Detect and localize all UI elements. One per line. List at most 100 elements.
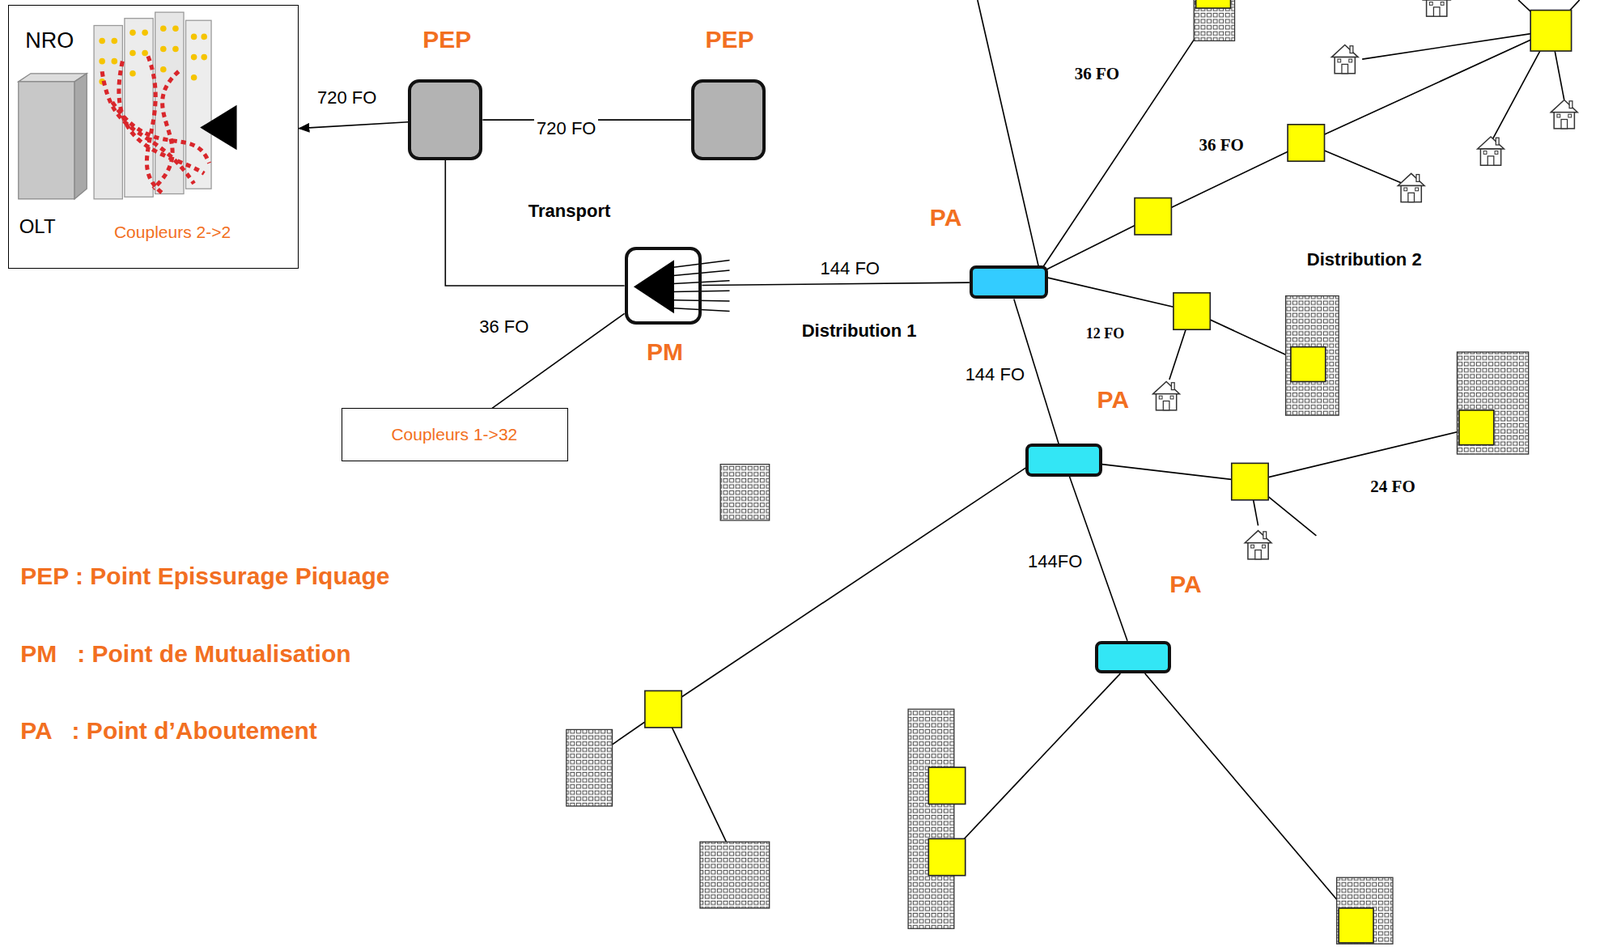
drawing-part bbox=[1397, 173, 1425, 202]
cable-label: 720 FO bbox=[534, 118, 599, 139]
cable-label: 144 FO bbox=[963, 364, 1028, 385]
drawing-part bbox=[1331, 44, 1359, 73]
drawing-part bbox=[1290, 347, 1326, 382]
drawing-part bbox=[101, 55, 209, 194]
drawing-part bbox=[146, 55, 163, 194]
drawing-part bbox=[200, 33, 208, 41]
node-text: PA bbox=[1169, 570, 1202, 599]
node-text: PEP bbox=[422, 25, 472, 55]
optical-rack bbox=[93, 12, 238, 200]
drawing-part bbox=[1287, 124, 1325, 162]
drawing-part bbox=[1530, 10, 1571, 51]
cable-connector bbox=[298, 122, 408, 129]
drop-cables bbox=[597, 0, 1580, 924]
node-text: PEP bbox=[705, 25, 755, 55]
drawing-part bbox=[1193, 0, 1235, 41]
drawing-part bbox=[172, 25, 179, 33]
buildings bbox=[566, 0, 1529, 944]
drawing-part bbox=[1153, 381, 1180, 411]
pa-box: PA bbox=[1094, 640, 1172, 674]
pm-box: PM bbox=[624, 246, 703, 325]
drawing-part bbox=[160, 46, 167, 53]
drawing-part bbox=[1362, 30, 1551, 60]
node-text: Coupleurs 1->32 bbox=[390, 424, 518, 445]
cable-label: 36 FO bbox=[1199, 135, 1244, 155]
drawing-part bbox=[190, 33, 198, 41]
drawing-part bbox=[663, 466, 1028, 709]
drawing-part bbox=[1423, 0, 1451, 17]
drawing-part bbox=[1477, 136, 1505, 166]
drawing-part bbox=[645, 691, 682, 728]
node-text: OLT bbox=[19, 215, 56, 238]
coupler-box: Coupleurs 1->32 bbox=[341, 407, 569, 462]
drawing-part bbox=[1231, 462, 1269, 500]
drawing-part bbox=[1196, 0, 1231, 9]
node-text: PM bbox=[646, 338, 684, 367]
drawing-part bbox=[634, 261, 674, 313]
cable-label: 24 FO bbox=[1370, 476, 1415, 497]
drawing-part bbox=[199, 105, 237, 150]
legend-text: PEP : Point Epissurage Piquage bbox=[20, 562, 390, 590]
drawing-part bbox=[663, 708, 730, 849]
drawing-part bbox=[129, 29, 136, 37]
cable-connector bbox=[701, 282, 969, 285]
houses bbox=[1153, 0, 1578, 560]
legend-entry: PA : Point d’Aboutement bbox=[20, 717, 318, 745]
drawing-part bbox=[1173, 292, 1210, 330]
drawing-part bbox=[566, 729, 613, 807]
drawing-part bbox=[190, 74, 198, 81]
drawing-part bbox=[111, 58, 119, 65]
drawing-part bbox=[98, 58, 106, 65]
cable-label: Distribution 2 bbox=[1307, 249, 1422, 270]
node-text: NRO bbox=[25, 28, 74, 54]
legend-text: PA : Point d’Aboutement bbox=[20, 717, 318, 744]
pa-box: PA bbox=[969, 265, 1049, 300]
drawing-part bbox=[74, 73, 87, 200]
drawing-part bbox=[1550, 100, 1578, 129]
olt-server bbox=[18, 73, 87, 200]
node-text: Coupleurs 2->2 bbox=[114, 222, 231, 242]
drawing-part bbox=[172, 46, 179, 53]
node-text: PA bbox=[929, 203, 962, 233]
drawing-part bbox=[118, 61, 204, 175]
drawing-part bbox=[141, 29, 149, 37]
drawing-part bbox=[160, 66, 167, 73]
drawing-part bbox=[1047, 277, 1193, 312]
drawing-part bbox=[1459, 410, 1494, 446]
cable-label: 36 FO bbox=[1074, 63, 1120, 84]
pbo-boxes bbox=[645, 0, 1572, 943]
pep-box: PEP bbox=[691, 79, 766, 161]
drawing-part bbox=[1336, 877, 1393, 944]
drawing-part bbox=[700, 841, 770, 909]
drawing-part bbox=[1044, 30, 1551, 271]
drawing-part bbox=[1244, 530, 1272, 560]
drawing-part bbox=[190, 54, 198, 61]
drawing-part bbox=[98, 38, 106, 45]
cable-label: 12 FO bbox=[1086, 325, 1125, 343]
drawing-part bbox=[1134, 198, 1172, 235]
drawing-part bbox=[141, 50, 149, 57]
drawing-part bbox=[1456, 352, 1528, 455]
drawing-part bbox=[112, 101, 210, 164]
cable-label: 720 FO bbox=[314, 87, 379, 108]
drawing-part bbox=[928, 767, 965, 804]
node-text: PA bbox=[1097, 386, 1129, 415]
pep-box: PEP bbox=[407, 79, 483, 161]
cable-label: 36 FO bbox=[479, 316, 529, 337]
drawing-part bbox=[908, 708, 955, 929]
drawing-part bbox=[1285, 296, 1340, 416]
cable-label: 144 FO bbox=[818, 258, 883, 279]
drawing-part bbox=[1338, 908, 1374, 943]
drawing-part bbox=[946, 673, 1121, 858]
splitter-symbol bbox=[634, 259, 730, 312]
drawing-part bbox=[1145, 673, 1358, 924]
drawing-part bbox=[18, 81, 75, 200]
legend-entry: PM : Point de Mutualisation bbox=[20, 640, 351, 668]
drawing-part bbox=[160, 25, 167, 33]
drawing-part bbox=[129, 50, 136, 57]
drawing-part bbox=[129, 70, 136, 77]
cable-label: Distribution 1 bbox=[802, 320, 917, 341]
drawing-part bbox=[928, 838, 965, 875]
nro-box: NRO OLT Coupleurs 2->2 bbox=[8, 4, 299, 268]
